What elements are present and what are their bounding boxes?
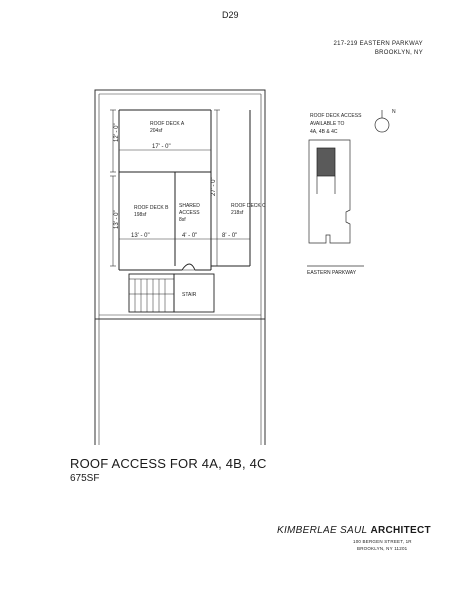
dimension-lines (110, 109, 250, 267)
total-area: 675SF (70, 473, 100, 484)
shared-access-label-1: SHARED (179, 203, 200, 209)
architect-name: KIMBERLAE SAUL (277, 525, 368, 536)
dimension-a-height: 12' - 0" (114, 123, 120, 142)
key-plan-building (308, 139, 351, 244)
project-address-line-2: BROOKLYN, NY (374, 50, 423, 56)
key-plan: ROOF DECK ACCESS AVAILABLE TO 4A, 4B & 4… (307, 109, 396, 276)
dimension-c-height: 27' - 0" (211, 177, 217, 196)
dimension-c-width: 8' - 0" (222, 233, 237, 239)
roof-deck-a-area: 204sf (150, 128, 163, 134)
roof-deck-b-label: ROOF DECK B (134, 205, 169, 211)
roof-deck-c-area: 218sf (231, 210, 244, 216)
project-address-line-1: 217-219 EASTERN PARKWAY (333, 41, 423, 47)
roof-deck-boundaries (118, 109, 251, 271)
stair (128, 263, 215, 313)
key-note-line-1: ROOF DECK ACCESS (310, 113, 362, 119)
key-street-label: EASTERN PARKWAY (307, 270, 357, 276)
north-label: N (392, 109, 396, 115)
key-note-line-3: 4A, 4B & 4C (310, 129, 338, 135)
architect-address-line-2: BROOKLYN, NY 11201 (357, 546, 408, 551)
stair-label: STAIR (182, 292, 197, 298)
dimension-shared-width: 4' - 0" (182, 233, 197, 239)
dimension-a-width: 17' - 0" (152, 144, 171, 150)
page-number: D29 (222, 10, 239, 20)
roof-deck-b-area: 198sf (134, 212, 147, 218)
roof-deck-c-label: ROOF DECK C (231, 203, 266, 209)
roof-deck-a-label: ROOF DECK A (150, 121, 185, 127)
building-outline (94, 89, 266, 445)
shared-access-label-2: ACCESS (179, 210, 200, 216)
drawing-title: ROOF ACCESS FOR 4A, 4B, 4C (70, 456, 267, 471)
dimension-b-height: 13' - 0" (114, 210, 120, 229)
architect-firm: KIMBERLAE SAUL ARCHITECT (277, 525, 431, 536)
shared-access-area: 8sf (179, 217, 186, 223)
architect-address-line-1: 100 BERGEN STREET, 1R (353, 539, 412, 544)
architect-role: ARCHITECT (370, 525, 431, 536)
key-note-line-2: AVAILABLE TO (310, 121, 344, 127)
north-arrow-icon (374, 117, 390, 133)
dimension-b-width: 13' - 0" (131, 233, 150, 239)
